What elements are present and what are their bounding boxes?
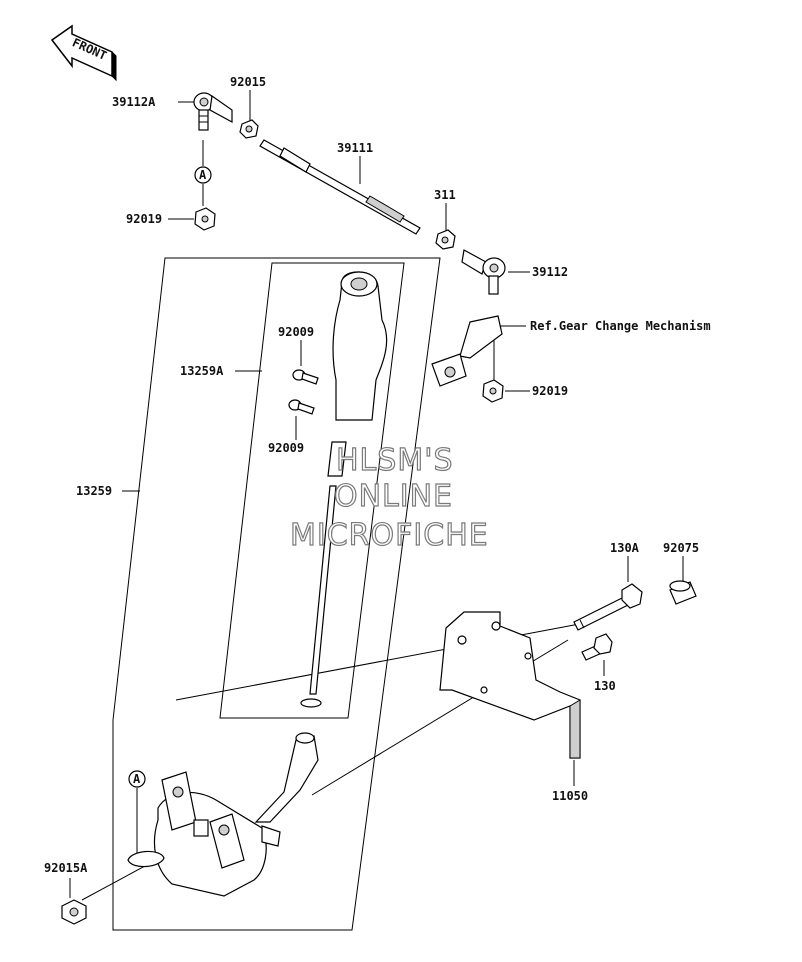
bolt-130 — [581, 633, 613, 661]
shift-rod — [300, 441, 347, 708]
bolt-130a — [573, 583, 643, 631]
callout-a-bottom: A — [128, 770, 146, 788]
rod-39111 — [259, 139, 421, 235]
label-92019-left: 92019 — [126, 212, 162, 226]
label-92009-bottom: 92009 — [268, 441, 304, 455]
nut-92015 — [239, 119, 259, 139]
gear-change-bracket — [431, 315, 503, 387]
callout-a-top: A — [194, 166, 212, 184]
nut-92015a — [61, 899, 87, 925]
nut-92019-right — [482, 379, 504, 403]
label-39112: 39112 — [532, 265, 568, 279]
watermark: HLSM'S ONLINE MICROFICHE — [289, 442, 489, 553]
label-92015: 92015 — [230, 75, 266, 89]
front-arrow-icon: FRONT — [50, 24, 117, 82]
label-130: 130 — [594, 679, 616, 693]
label-13259: 13259 — [76, 484, 112, 498]
label-11050: 11050 — [552, 789, 588, 803]
assembly-outlines — [112, 257, 441, 931]
label-92015a: 92015A — [44, 861, 88, 875]
ball-joint-39112a — [193, 92, 233, 131]
label-92019-right: 92019 — [532, 384, 568, 398]
screw-92009-top — [292, 369, 319, 385]
svg-text:A: A — [133, 772, 141, 786]
shift-pedal-assembly — [127, 732, 319, 897]
screw-92009-bottom — [288, 399, 315, 415]
ball-joint-39112 — [461, 249, 506, 295]
label-13259a: 13259A — [180, 364, 224, 378]
watermark-line-2: ONLINE — [334, 479, 453, 514]
bracket-11050 — [439, 611, 581, 759]
nut-92019-left — [194, 207, 216, 231]
part-labels: 39112A 92015 39111 311 39112 Ref.Gear Ch… — [44, 75, 711, 875]
label-92075: 92075 — [663, 541, 699, 555]
shift-knob — [332, 271, 388, 421]
nut-311 — [435, 229, 456, 250]
watermark-line-3: MICROFICHE — [290, 518, 489, 553]
label-130a: 130A — [610, 541, 640, 555]
collar-92075 — [669, 580, 697, 605]
watermark-line-1: HLSM'S — [336, 443, 454, 478]
label-39112a: 39112A — [112, 95, 156, 109]
label-92009-top: 92009 — [278, 325, 314, 339]
label-ref-gear-change: Ref.Gear Change Mechanism — [530, 319, 711, 333]
label-311: 311 — [434, 188, 456, 202]
svg-text:A: A — [199, 168, 207, 182]
label-39111: 39111 — [337, 141, 373, 155]
